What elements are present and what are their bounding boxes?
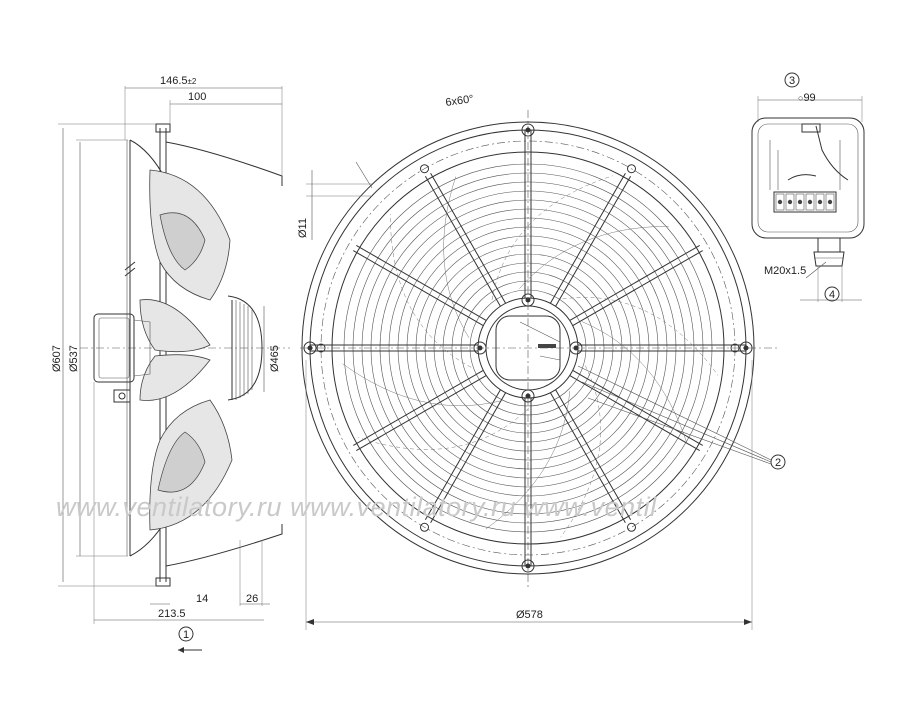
dim-dia-578: Ø578 xyxy=(516,609,543,621)
callout-1 xyxy=(178,626,194,642)
callout-4 xyxy=(824,286,840,302)
dim-dia-11: Ø11 xyxy=(297,218,309,238)
terminal-box-view: 3 ○99 M20x1.5 4 xyxy=(751,72,865,302)
dim-depth-total: 146.5±2 xyxy=(160,75,197,87)
side-view: 146.5±2 100 Ø607 Ø537 Ø465 213.5 14 26 1 xyxy=(51,75,290,653)
dim-thread: M20x1.5 xyxy=(764,265,806,277)
guard-rings xyxy=(343,163,713,533)
mounting-holes xyxy=(303,123,753,573)
svg-text:3: 3 xyxy=(789,75,795,87)
dim-dia-607: Ø607 xyxy=(51,345,63,372)
dim-26: 26 xyxy=(246,593,258,605)
guard-spokes xyxy=(310,130,746,566)
dim-14: 14 xyxy=(196,593,208,605)
svg-text:2: 2 xyxy=(775,457,781,469)
callout-3 xyxy=(784,72,800,88)
dim-width-213: 213.5 xyxy=(158,608,186,620)
dim-dia-537: Ø537 xyxy=(68,345,80,372)
front-view: Ø11 6x60° Ø578 2 xyxy=(297,93,786,630)
dim-holes-6x60: 6x60° xyxy=(445,93,475,109)
dim-dia-465: Ø465 xyxy=(269,345,281,372)
watermark: www.ventilatory.ru www.ventilatory.ru ww… xyxy=(56,492,657,522)
svg-text:1: 1 xyxy=(183,629,189,641)
dim-box-99: ○99 xyxy=(798,92,816,104)
dim-depth-100: 100 xyxy=(188,91,206,103)
svg-text:4: 4 xyxy=(829,289,835,301)
